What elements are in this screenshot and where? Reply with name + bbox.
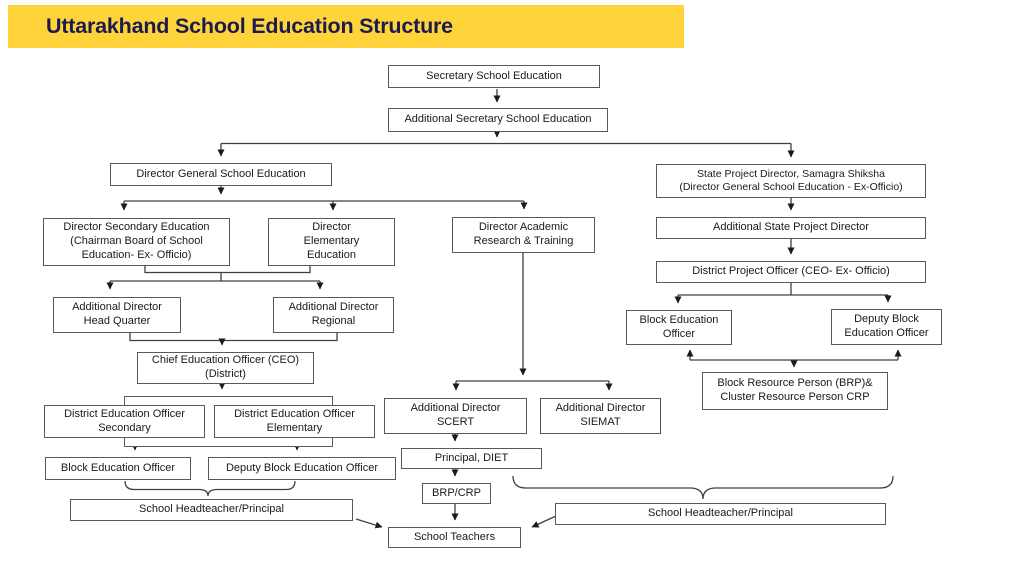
box-label: School Headteacher/Principal: [139, 503, 284, 516]
box-brp-crp-left: BRP/CRP: [422, 483, 491, 504]
box-state-project-director: State Project Director, Samagra Shiksha(…: [656, 164, 926, 198]
box-label: Secondary: [98, 421, 151, 434]
box-brp-crp-right: Block Resource Person (BRP)&Cluster Reso…: [702, 372, 888, 410]
box-label: Additional Director: [410, 402, 501, 415]
box-label: Director Academic: [478, 221, 569, 234]
box-label: Research & Training: [473, 235, 574, 247]
box-label: Additional Director: [72, 301, 162, 314]
box-label: Elementary: [303, 235, 360, 248]
box-principal-diet: Principal, DIET: [401, 448, 542, 469]
box-school-headteacher-right: School Headteacher/Principal: [555, 503, 886, 525]
box-label: District Education Officer: [234, 407, 355, 420]
box-dg-school-education: Director General School Education: [110, 163, 332, 186]
box-label: Block Education Officer: [60, 461, 176, 474]
box-label: Block Resource Person (BRP)&: [717, 377, 873, 390]
box-school-headteacher-left: School Headteacher/Principal: [70, 499, 353, 521]
box-label: Education Officer: [844, 327, 929, 339]
box-label: Principal, DIET: [434, 451, 509, 464]
box-ceo-district: Chief Education Officer (CEO)(District): [137, 352, 314, 384]
box-label: Additional State Project Director: [713, 221, 869, 234]
box-label: Additional Director: [288, 301, 379, 314]
box-label: Secretary School Education: [426, 69, 562, 82]
box-label: School Headteacher/Principal: [648, 507, 793, 520]
box-school-teachers: School Teachers: [388, 527, 521, 548]
box-label: BRP/CRP: [432, 486, 481, 499]
box-label: Education- Ex- Officio): [81, 248, 192, 261]
box-label: District Project Officer (CEO- Ex- Offic…: [692, 265, 890, 278]
box-deputy-block-education-officer-left: Deputy Block Education Officer: [208, 457, 396, 480]
title-banner: Uttarakhand School Education Structure: [8, 5, 684, 48]
box-label: SCERT: [436, 416, 475, 428]
box-label: (Director General School Education - Ex-…: [679, 181, 903, 193]
box-addl-state-project-director: Additional State Project Director: [656, 217, 926, 239]
box-label: State Project Director, Samagra Shiksha: [697, 167, 885, 180]
box-label: Cluster Resource Person CRP: [720, 391, 870, 403]
box-label: Deputy Block Education Officer: [225, 461, 379, 474]
box-label: Chief Education Officer (CEO): [151, 354, 300, 367]
box-label: Regional: [311, 315, 356, 327]
box-label: Officer: [662, 327, 696, 340]
box-label: (Chairman Board of School: [70, 235, 203, 248]
box-block-education-officer-left: Block Education Officer: [45, 457, 191, 480]
box-dir-secondary: Director Secondary Education(Chairman Bo…: [43, 218, 230, 266]
underbrace-left: [124, 480, 296, 497]
box-secretary: Secretary School Education: [388, 65, 600, 88]
box-label: Additional Director: [555, 402, 646, 415]
box-district-project-officer: District Project Officer (CEO- Ex- Offic…: [656, 261, 926, 283]
box-label: Director Secondary Education: [63, 221, 210, 234]
box-label: District Education Officer: [64, 407, 185, 420]
box-label: Elementary: [266, 421, 323, 434]
box-label: Additional Secretary School Education: [404, 113, 592, 126]
box-label: Block Education: [639, 313, 719, 326]
box-label: Director General School Education: [136, 167, 306, 180]
box-addl-secretary: Additional Secretary School Education: [388, 108, 608, 132]
underbrace-right: [512, 475, 894, 500]
box-label: Deputy Block: [854, 313, 919, 326]
box-label: School Teachers: [413, 530, 496, 543]
box-label: Education: [307, 248, 356, 261]
page-title: Uttarakhand School Education Structure: [46, 14, 453, 38]
box-label: SIEMAT: [580, 416, 621, 428]
box-label: Head Quarter: [83, 315, 151, 327]
box-label: (District): [205, 368, 246, 380]
box-label: Director: [312, 221, 351, 234]
